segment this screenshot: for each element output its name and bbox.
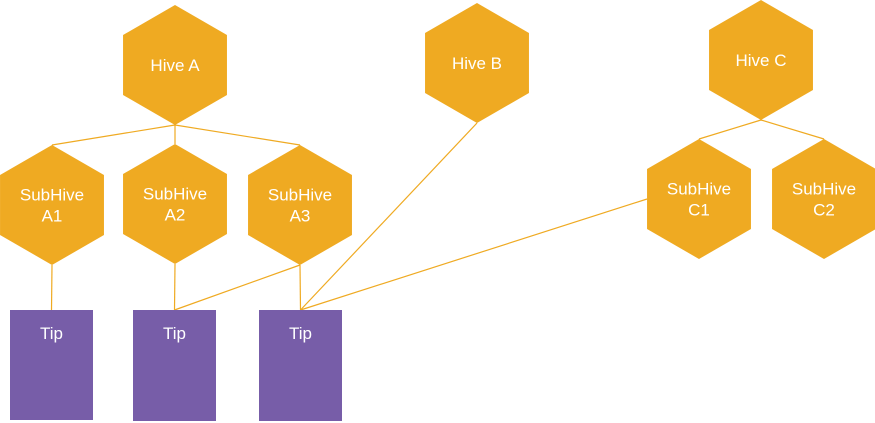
tip-label: Tip [163, 324, 186, 343]
subhive-label: A2 [165, 206, 186, 225]
tip-2-node: Tip [133, 310, 216, 421]
connector-hive-a-to-subhive-a3 [174, 124, 301, 146]
tip-label: Tip [40, 324, 63, 343]
subhive-label: SubHive [268, 186, 332, 205]
subhive-label: SubHive [667, 180, 731, 199]
connector-subhive-a1-to-tip-1 [50, 264, 53, 311]
hive-c-node: Hive C [709, 0, 813, 120]
subhive-label: SubHive [792, 180, 856, 199]
tip-3-node: Tip [259, 310, 342, 421]
hive-a-node: Hive A [123, 5, 227, 125]
subhive-hexagon [0, 145, 104, 265]
subhive-label: A3 [290, 207, 311, 226]
tip-1-node: Tip [10, 310, 93, 420]
hive-label: Hive B [452, 54, 502, 73]
subhive-label: A1 [42, 207, 63, 226]
hive-hexagon [425, 3, 529, 123]
subhive-label: C2 [813, 201, 835, 220]
hive-b-node: Hive B [425, 3, 529, 123]
connector-subhive-a2-to-tip-2 [173, 263, 176, 311]
hive-hexagon [709, 0, 813, 120]
subhive-label: C1 [688, 201, 710, 220]
connector-subhive-a3-to-tip-2 [174, 264, 301, 311]
connector-hive-b-to-tip-3 [300, 122, 478, 311]
connector-subhive-a3-to-tip-3 [299, 264, 302, 311]
tip-box [133, 310, 216, 421]
connector-hive-c-to-subhive-c2 [760, 119, 825, 140]
tip-box [10, 310, 93, 420]
connector-hive-c-to-subhive-c1 [698, 119, 762, 140]
connector-subhive-c1-to-tip-3 [300, 198, 648, 311]
connector-lines [50, 119, 825, 311]
connector-hive-a-to-subhive-a1 [51, 124, 176, 146]
hive-label: Hive A [150, 56, 200, 75]
subhive-hexagon [123, 144, 227, 264]
subhive-hexagon [647, 139, 751, 259]
subhive-label: SubHive [143, 185, 207, 204]
subhive-hexagon [772, 139, 875, 259]
hive-hexagon [123, 5, 227, 125]
hive-label: Hive C [735, 51, 786, 70]
tip-box [259, 310, 342, 421]
subhive-label: SubHive [20, 186, 84, 205]
subhive-hexagon [248, 145, 352, 265]
tip-label: Tip [289, 324, 312, 343]
